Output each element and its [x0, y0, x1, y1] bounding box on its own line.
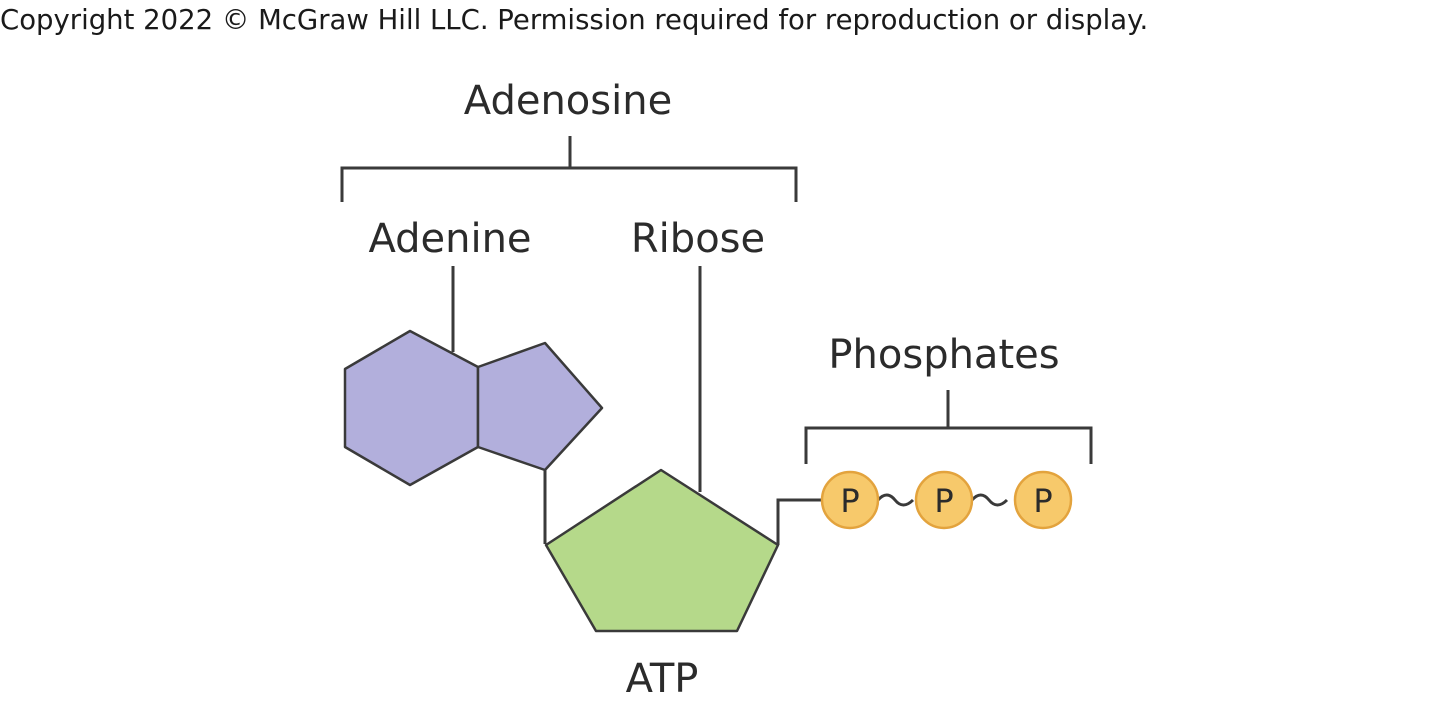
ribose-pentagon: [544, 468, 780, 633]
high-energy-bond-2: [970, 493, 1009, 507]
copyright-notice: Copyright 2022 © McGraw Hill LLC. Permis…: [0, 4, 1149, 36]
phosphate-group-3: P: [1013, 470, 1073, 530]
phosphate-group-2: P: [914, 470, 974, 530]
high-energy-bond-1: [876, 493, 915, 507]
phosphate-group-1: P: [820, 470, 880, 530]
ribose-label: Ribose: [631, 216, 765, 262]
adenosine-bracket: [340, 136, 798, 202]
phosphate-symbol: P: [934, 482, 953, 520]
adenine-molecule: [343, 329, 604, 487]
ribose-phosphate-bond: [776, 498, 822, 545]
adenosine-label: Adenosine: [464, 78, 672, 124]
phosphate-symbol: P: [840, 482, 859, 520]
phosphate-symbol: P: [1033, 482, 1052, 520]
phosphates-bracket: [804, 390, 1093, 464]
atp-label: ATP: [626, 656, 699, 702]
adenine-label: Adenine: [368, 216, 531, 262]
adenine-hexagon-ring: [343, 329, 480, 487]
phosphates-label: Phosphates: [828, 332, 1059, 378]
adenine-pentagon-ring: [476, 341, 604, 472]
